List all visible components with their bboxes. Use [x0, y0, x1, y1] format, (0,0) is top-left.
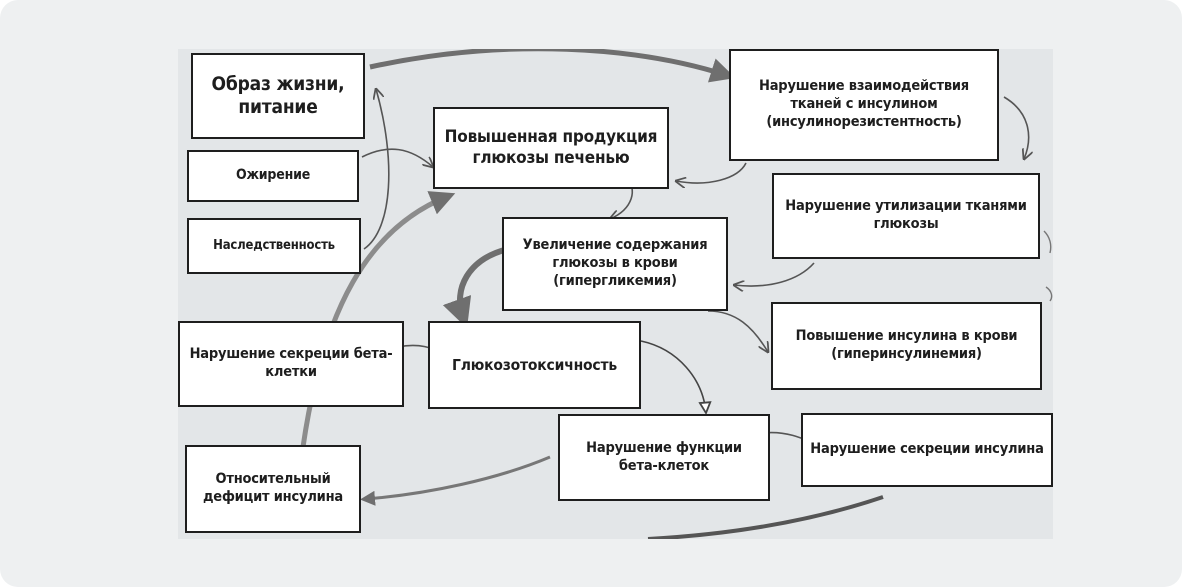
- node-obesity: Ожирение: [187, 150, 359, 202]
- node-insulin-deficit: Относительный дефицит инсулина: [185, 445, 361, 533]
- node-glucotoxicity: Глюкозотоксичность: [428, 321, 641, 409]
- arrow-bottom-return: [647, 495, 884, 539]
- arrow-betafunc-to-deficit: [360, 455, 551, 506]
- node-glucose-utilization: Нарушение утилизации тканями глюкозы: [772, 173, 1040, 259]
- arrow-obesity-to-liver: [361, 148, 433, 167]
- arrow-glucotox-to-betafunc: [640, 340, 706, 413]
- arrow-heredity-to-lifestyle: [363, 89, 390, 250]
- arrow-right-edge-stub-2: [1045, 286, 1053, 302]
- node-hyperglycemia: Увеличение содержания глюкозы в крови (г…: [502, 217, 728, 311]
- node-lifestyle: Образ жизни, питание: [191, 53, 365, 139]
- diagram-canvas: Образ жизни, питание Ожирение Наследстве…: [178, 49, 1053, 539]
- node-heredity: Наследственность: [187, 218, 361, 274]
- node-insulin-resistance: Нарушение взаимодействия тканей с инсули…: [729, 49, 999, 161]
- node-hyperinsulinemia: Повышение инсулина в крови (гиперинсулин…: [771, 302, 1042, 390]
- arrow-hyperglycemia-to-glucotoxicity: [442, 246, 509, 329]
- node-beta-cell-secretion: Нарушение секреции бета-клетки: [178, 321, 404, 407]
- arrow-right-edge-stub-1: [1043, 230, 1052, 254]
- node-liver-glucose: Повышенная продукция глюкозы печенью: [433, 107, 669, 189]
- arrow-utilization-to-hyperglycemia: [734, 262, 815, 286]
- node-beta-cell-function: Нарушение функции бета-клеток: [558, 414, 770, 501]
- arrow-resistance-to-utilization: [1003, 96, 1029, 159]
- arrow-lifestyle-to-resistance: [369, 49, 736, 83]
- node-insulin-secretion: Нарушение секреции инсулина: [801, 413, 1053, 487]
- arrow-resistance-to-liver: [676, 162, 747, 183]
- arrow-hyperglycemia-to-hyperinsulinemia: [707, 310, 768, 352]
